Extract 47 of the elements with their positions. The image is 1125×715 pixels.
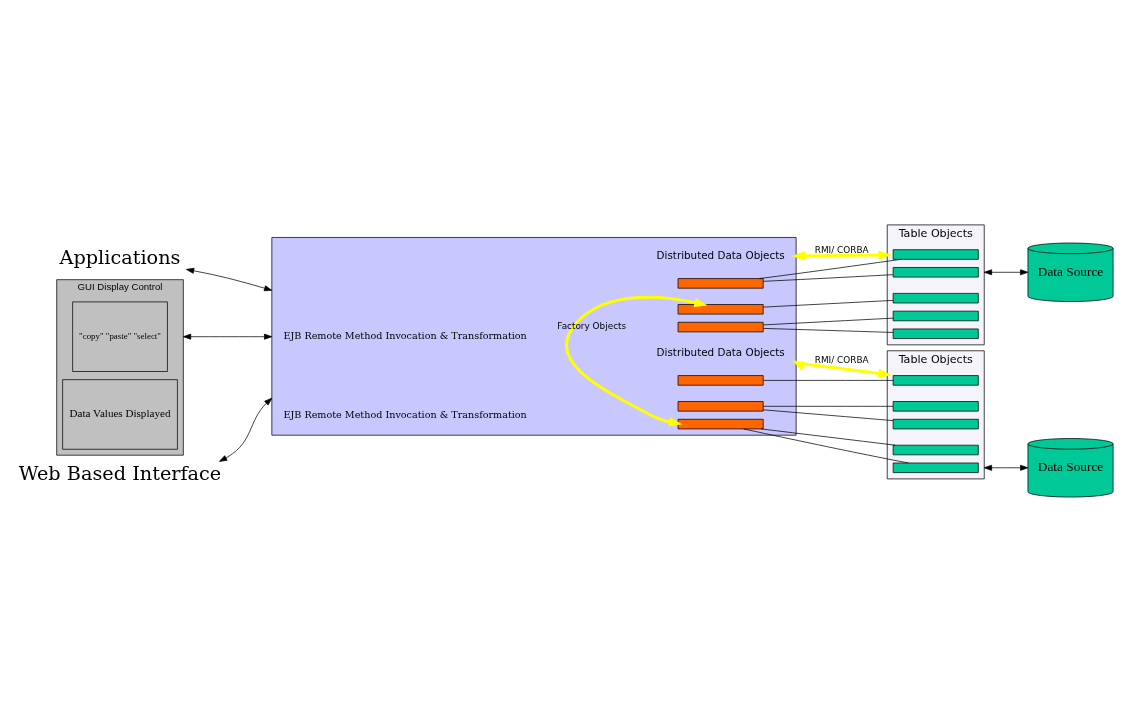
connector bbox=[743, 428, 909, 463]
connector bbox=[760, 428, 896, 446]
arrow bbox=[983, 268, 1029, 275]
arrow bbox=[791, 250, 892, 260]
arrow bbox=[186, 267, 273, 291]
node-text: Web Based Interface bbox=[18, 461, 222, 485]
connector bbox=[762, 327, 894, 333]
node-bar bbox=[677, 321, 764, 332]
edge-label: RMI/ CORBA bbox=[814, 244, 869, 255]
arrow bbox=[983, 464, 1029, 471]
connector bbox=[762, 379, 894, 381]
node-bar bbox=[892, 418, 979, 429]
arrow bbox=[565, 295, 708, 426]
node-bar bbox=[892, 462, 979, 473]
node-bar bbox=[892, 292, 979, 303]
node-bar bbox=[677, 303, 764, 314]
node-bar bbox=[892, 248, 979, 260]
node-bar bbox=[677, 418, 764, 429]
node-text: EJB Remote Method Invocation & Transformation bbox=[283, 408, 527, 420]
node-bar bbox=[892, 310, 979, 321]
cluster: Table Objects bbox=[886, 224, 985, 345]
connector bbox=[762, 299, 894, 307]
node-bar bbox=[892, 328, 979, 339]
node-bar bbox=[892, 400, 979, 411]
arrow bbox=[219, 397, 273, 462]
arrow bbox=[792, 359, 892, 378]
connector bbox=[762, 408, 894, 421]
node-text: Applications bbox=[59, 245, 181, 269]
connector bbox=[762, 405, 894, 407]
node-box: "copy" "paste" "select" bbox=[72, 301, 168, 372]
node-bar bbox=[892, 444, 979, 455]
connector bbox=[759, 258, 902, 279]
node-text: EJB Remote Method Invocation & Transformation bbox=[283, 329, 527, 341]
node-text: Distributed Data Objects bbox=[656, 345, 785, 358]
cluster: Table Objects bbox=[886, 349, 985, 479]
connector bbox=[762, 273, 894, 282]
node-bar bbox=[892, 266, 979, 277]
node-bar bbox=[892, 374, 979, 386]
node-box: Data Values Displayed bbox=[62, 378, 178, 450]
node-bar bbox=[677, 277, 764, 289]
arrow bbox=[182, 333, 273, 340]
node-text: Distributed Data Objects bbox=[656, 248, 785, 261]
node-bar bbox=[677, 374, 764, 386]
cluster bbox=[271, 236, 797, 436]
node-bar bbox=[677, 400, 764, 411]
edge-label: RMI/ CORBA bbox=[814, 354, 869, 365]
connector bbox=[762, 317, 894, 325]
